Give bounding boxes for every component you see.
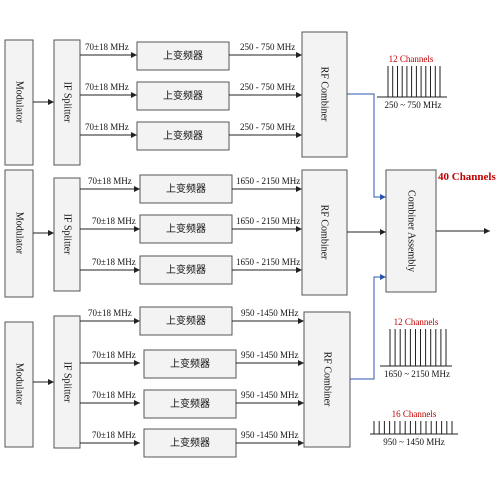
- modulator-block-1: [4, 39, 34, 166]
- if-label: 70±18 MHz: [92, 216, 136, 226]
- upconverter-block: [143, 428, 237, 458]
- rf-label: 250 - 750 MHz: [240, 82, 295, 92]
- spectrum-lines: [387, 66, 441, 97]
- rf-label: 950 -1450 MHz: [241, 390, 299, 400]
- rf-label: 1650 - 2150 MHz: [236, 257, 300, 267]
- rf-combiner-label-3: RF Combiner: [322, 352, 333, 407]
- modulator-label-1: Modulator: [14, 81, 25, 124]
- if-splitter-block-2: [53, 177, 81, 292]
- if-splitter-label-2: IF Splitter: [62, 214, 73, 256]
- spectrum-3: 16 Channels 950 ~ 1450 MHz: [370, 409, 458, 447]
- upconverter-block: [139, 214, 233, 244]
- spectrum-channels-label: 12 Channels: [394, 317, 439, 327]
- if-label: 70±18 MHz: [85, 42, 129, 52]
- if-label: 70±18 MHz: [92, 257, 136, 267]
- combiner-assembly-label: Combiner Assembly: [406, 190, 417, 272]
- modulator-label-3: Modulator: [14, 363, 25, 406]
- upconverter-block: [143, 389, 237, 419]
- upconverter-label: 上变频器: [163, 129, 203, 142]
- if-label: 70±18 MHz: [92, 390, 136, 400]
- output-channels-label: 40 Channels: [438, 171, 496, 183]
- spectrum-lines: [389, 329, 447, 366]
- upconverter-label: 上变频器: [170, 357, 210, 370]
- upconverter-label: 上变频器: [166, 314, 206, 327]
- rf-combiner-label-1: RF Combiner: [319, 67, 330, 122]
- upconverter-label: 上变频器: [166, 263, 206, 276]
- group-3: Modulator IF Splitter 70±18 MHz 上变频器 950…: [4, 306, 351, 458]
- upconverter-block: [136, 81, 230, 111]
- if-splitter-label-3: IF Splitter: [62, 362, 73, 404]
- if-label: 70±18 MHz: [92, 350, 136, 360]
- if-splitter-block-3: [53, 315, 81, 449]
- spectrum-range-label: 1650 ~ 2150 MHz: [384, 369, 450, 379]
- upconverter-label: 上变频器: [170, 397, 210, 410]
- rf-combiner-block-2: [301, 169, 348, 296]
- modulator-label-2: Modulator: [14, 212, 25, 255]
- rf-label: 1650 - 2150 MHz: [236, 176, 300, 186]
- upconverter-block: [136, 41, 230, 71]
- upconverter-block: [139, 306, 233, 336]
- spectrum-range-label: 250 ~ 750 MHz: [384, 100, 441, 110]
- if-label: 70±18 MHz: [92, 430, 136, 440]
- upconverter-block: [136, 121, 230, 151]
- combiner-assembly: Combiner Assembly 40 Channels: [347, 93, 496, 380]
- upconverter-block: [143, 349, 237, 379]
- if-splitter-label-1: IF Splitter: [62, 82, 73, 124]
- rf-combiner-block-1: [301, 31, 348, 158]
- if-label: 70±18 MHz: [88, 176, 132, 186]
- upconverter-block: [139, 174, 233, 204]
- rf-label: 950 -1450 MHz: [241, 350, 299, 360]
- modulator-block-3: [4, 321, 34, 448]
- rf-label: 250 - 750 MHz: [240, 42, 295, 52]
- upconverter-block: [139, 255, 233, 285]
- rf-label: 950 -1450 MHz: [241, 308, 299, 318]
- spectrum-2: 12 Channels 1650 ~ 2150 MHz: [380, 317, 452, 379]
- if-label: 70±18 MHz: [85, 82, 129, 92]
- group-1: Modulator IF Splitter 70±18 MHz 上变频器 250…: [4, 31, 348, 166]
- combiner-assembly-block: [385, 169, 437, 293]
- spectrum-channels-label: 12 Channels: [389, 54, 434, 64]
- upconverter-label: 上变频器: [166, 222, 206, 235]
- rf-combiner-label-2: RF Combiner: [319, 205, 330, 260]
- spectrum-lines: [373, 421, 453, 434]
- spectrum-range-label: 950 ~ 1450 MHz: [383, 437, 445, 447]
- if-label: 70±18 MHz: [88, 308, 132, 318]
- rf-label: 1650 - 2150 MHz: [236, 216, 300, 226]
- group-2: Modulator IF Splitter 70±18 MHz 上变频器 165…: [4, 169, 348, 298]
- upconverter-label: 上变频器: [170, 436, 210, 449]
- rf-label: 250 - 750 MHz: [240, 122, 295, 132]
- upconverter-label: 上变频器: [163, 49, 203, 62]
- spectrum-channels-label: 16 Channels: [392, 409, 437, 419]
- rf-label: 950 -1450 MHz: [241, 430, 299, 440]
- upconverter-label: 上变频器: [166, 182, 206, 195]
- upconverter-label: 上变频器: [163, 89, 203, 102]
- if-label: 70±18 MHz: [85, 122, 129, 132]
- spectrum-1: 12 Channels 250 ~ 750 MHz: [377, 54, 447, 110]
- if-splitter-block-1: [53, 39, 81, 166]
